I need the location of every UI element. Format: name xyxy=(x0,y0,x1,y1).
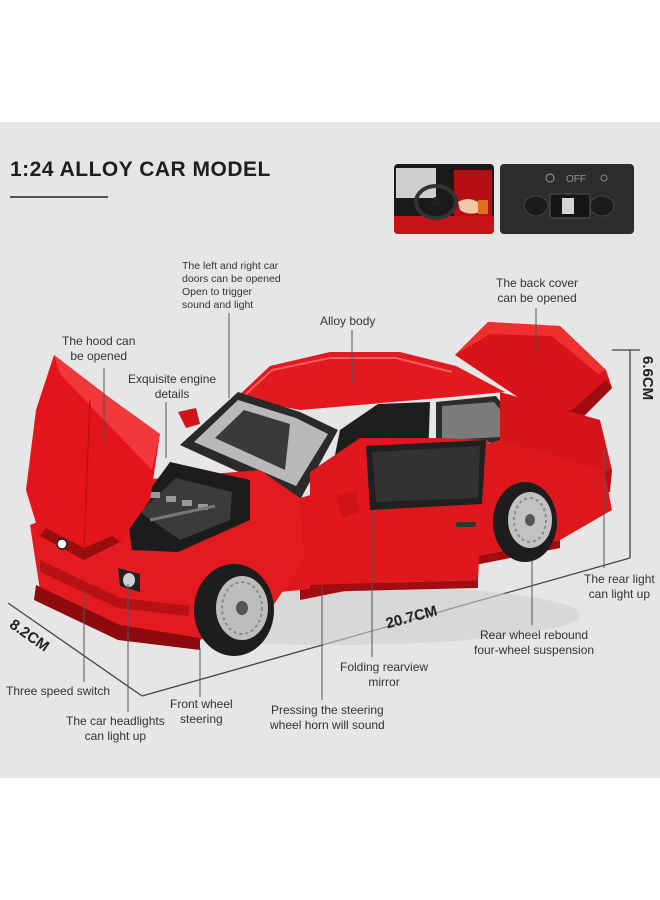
engine-bay xyxy=(128,462,250,552)
right-mirror xyxy=(336,490,360,518)
alloy-body-label: Alloy body xyxy=(320,314,376,328)
open-door xyxy=(310,438,488,592)
switch-thumbnail: OFF xyxy=(500,164,634,234)
title-underline xyxy=(10,196,108,198)
headlight xyxy=(118,568,140,592)
height-dimension: 6.6CM xyxy=(639,356,656,401)
steering-wheel-thumbnail xyxy=(394,164,494,234)
doors-label: The left and right car doors can be open… xyxy=(182,260,281,311)
left-mirror xyxy=(178,408,200,428)
front-wheel xyxy=(194,564,274,656)
mirror-label: Folding rearview mirror xyxy=(340,660,429,689)
headlights-label: The car headlights can light up xyxy=(66,714,165,743)
hood xyxy=(26,355,160,560)
rear-light-label: The rear light can light up xyxy=(584,572,655,601)
front-wheel-label: Front wheel steering xyxy=(170,697,233,726)
leader-lines xyxy=(83,308,605,712)
engine-label: Exquisite engine details xyxy=(128,372,217,401)
off-label: OFF xyxy=(566,174,586,185)
rear-wheel xyxy=(493,482,557,562)
horn-label: Pressing the steering wheel horn will so… xyxy=(270,703,385,732)
back-cover-label: The back cover can be opened xyxy=(496,276,579,305)
page-title: 1:24 ALLOY CAR MODEL xyxy=(10,158,271,181)
hood-label: The hood can be opened xyxy=(62,334,136,363)
speed-switch-label: Three speed switch xyxy=(6,684,111,698)
rear-wheel-label: Rear wheel rebound four-wheel suspension xyxy=(474,628,595,657)
